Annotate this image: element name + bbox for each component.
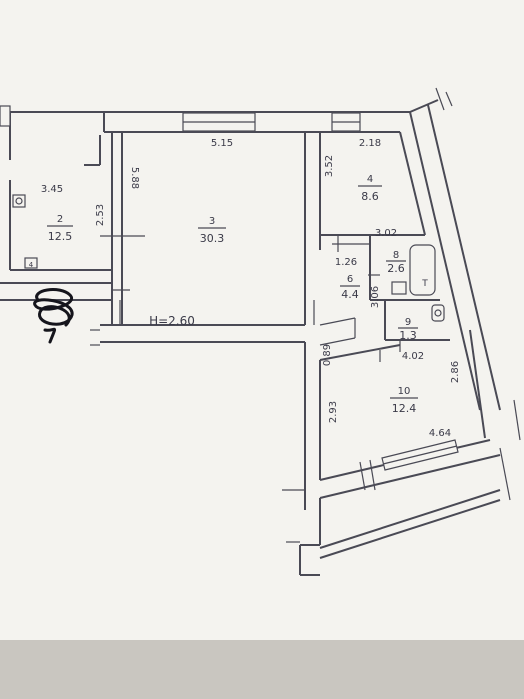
room-3-number: 3 <box>209 216 215 227</box>
room-2-area: 12.5 <box>48 230 73 243</box>
dim-3-06: 3.06 <box>370 286 381 308</box>
ceiling-height: H=2.60 <box>149 314 195 328</box>
room-8-number: 8 <box>393 250 399 261</box>
dim-5-88: 5.88 <box>129 167 140 189</box>
kitchen-mark: 4 <box>29 261 34 269</box>
dim-2-18: 2.18 <box>359 138 381 149</box>
ink-scribble <box>33 288 74 344</box>
bath-mark: T <box>421 279 428 289</box>
room-10-number: 10 <box>398 386 411 397</box>
window-room2 <box>0 105 11 127</box>
stove <box>12 194 26 208</box>
room-9-area: 1.3 <box>399 329 417 342</box>
room-8-area: 2.6 <box>387 262 405 275</box>
room-4-area: 8.6 <box>361 190 379 203</box>
room-6-number: 6 <box>347 274 353 285</box>
dim-3-52: 3.52 <box>324 155 335 177</box>
sink <box>391 281 407 295</box>
dim-0-89: 0.89 <box>322 344 333 366</box>
stove-burner <box>15 197 23 205</box>
dim-4-02: 4.02 <box>402 351 424 362</box>
door-marks <box>90 87 521 543</box>
room-9-number: 9 <box>405 317 411 328</box>
fixtures <box>12 194 445 322</box>
dim-2-53: 2.53 <box>95 204 106 226</box>
room-4-number: 4 <box>367 174 373 185</box>
room-6-area: 4.4 <box>341 288 359 301</box>
outer-walls <box>0 99 501 576</box>
windows <box>0 105 459 471</box>
dim-4-64: 4.64 <box>429 428 451 439</box>
toilet-bowl <box>434 309 442 317</box>
dimension-labels: 3.45 5.88 2.53 5.15 2.18 3.52 3.02 1.26 … <box>41 138 461 439</box>
dim-3-02: 3.02 <box>375 228 397 239</box>
paper-sheet <box>0 0 524 640</box>
dim-3-45: 3.45 <box>41 184 63 195</box>
dim-1-26: 1.26 <box>335 257 357 268</box>
room-10-area: 12.4 <box>392 402 417 415</box>
toilet <box>431 304 445 322</box>
room-labels: 2 12.5 3 30.3 4 8.6 6 4.4 8 2.6 9 1.3 10… <box>29 174 428 415</box>
table-surface <box>0 640 524 699</box>
room-3-area: 30.3 <box>200 232 225 245</box>
kitchen-unit <box>24 257 38 269</box>
bathtub <box>409 244 436 296</box>
dim-2-86: 2.86 <box>450 361 461 383</box>
room-2-number: 2 <box>57 214 63 225</box>
dim-2-93: 2.93 <box>328 401 339 423</box>
dim-5-15: 5.15 <box>211 138 233 149</box>
